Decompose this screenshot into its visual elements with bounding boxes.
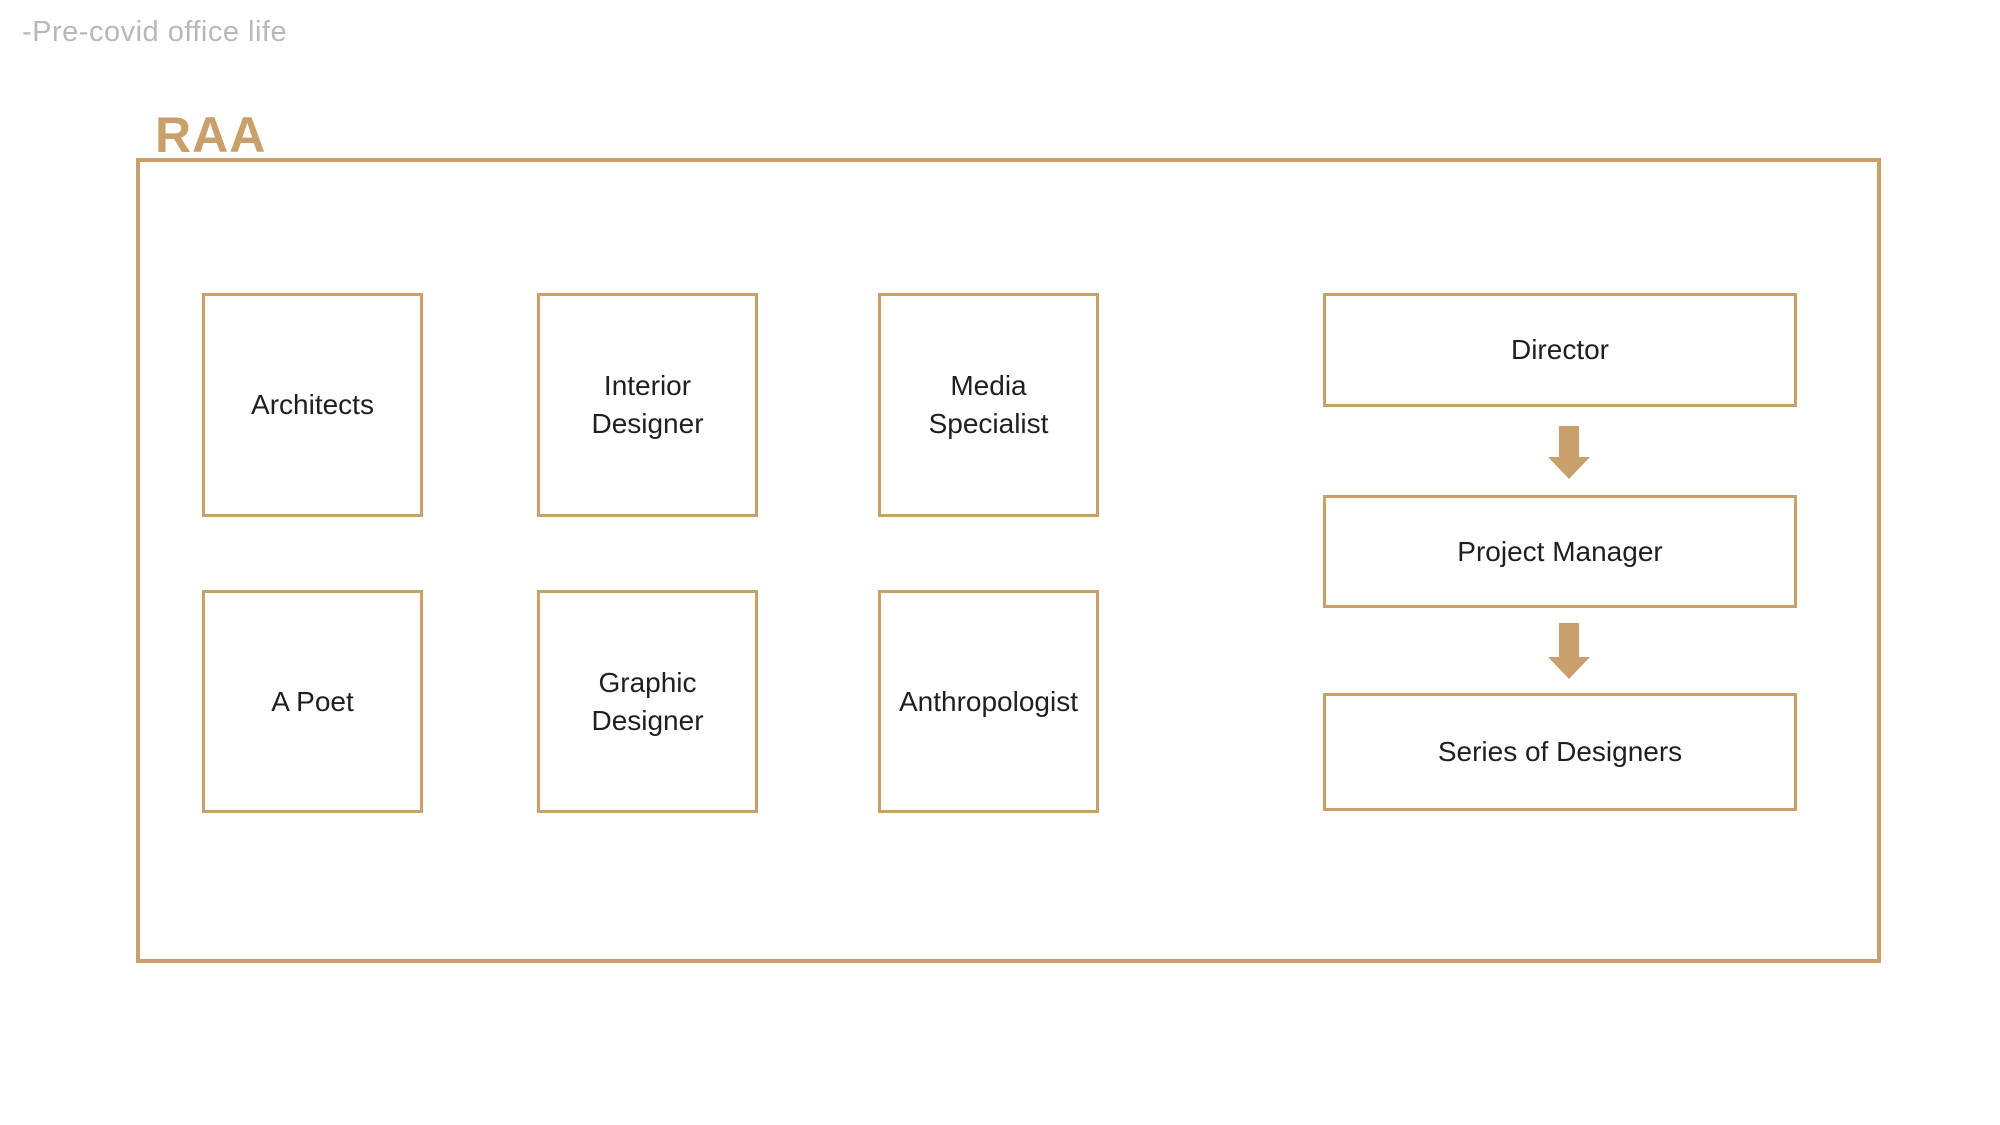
team-box-label: Interior Designer: [591, 370, 704, 439]
org-chart-frame: [136, 158, 1881, 963]
hierarchy-box-series-of-designers: Series of Designers: [1323, 693, 1797, 811]
team-box-architects: Architects: [202, 293, 423, 517]
team-box-label: Anthropologist: [898, 685, 1078, 717]
down-arrow-head: [1548, 457, 1590, 479]
down-arrow-icon: [1548, 623, 1590, 679]
down-arrow-icon: [1548, 426, 1590, 479]
team-box-a-poet: A Poet: [202, 590, 423, 813]
company-title: RAA: [155, 107, 267, 163]
team-box-label: A Poet: [271, 685, 354, 717]
hierarchy-box-label: Series of Designers: [1437, 736, 1683, 768]
team-box-label: Media Specialist: [928, 370, 1049, 439]
down-arrow-stem: [1559, 623, 1579, 658]
down-arrow-stem: [1559, 426, 1579, 458]
hierarchy-box-label: Project Manager: [1457, 535, 1663, 567]
team-box-media-specialist: Media Specialist: [878, 293, 1099, 517]
hierarchy-box-label: Director: [1510, 334, 1609, 366]
slide-caption: -Pre-covid office life: [22, 16, 288, 48]
down-arrow-head: [1548, 657, 1590, 679]
team-box-graphic-designer: Graphic Designer: [537, 590, 758, 813]
team-box-label: Graphic Designer: [591, 666, 704, 736]
hierarchy-box-project-manager: Project Manager: [1323, 495, 1797, 608]
hierarchy-box-director: Director: [1323, 293, 1797, 407]
team-box-interior-designer: Interior Designer: [537, 293, 758, 517]
team-box-label: Architects: [251, 389, 374, 421]
team-box-anthropologist: Anthropologist: [878, 590, 1099, 813]
